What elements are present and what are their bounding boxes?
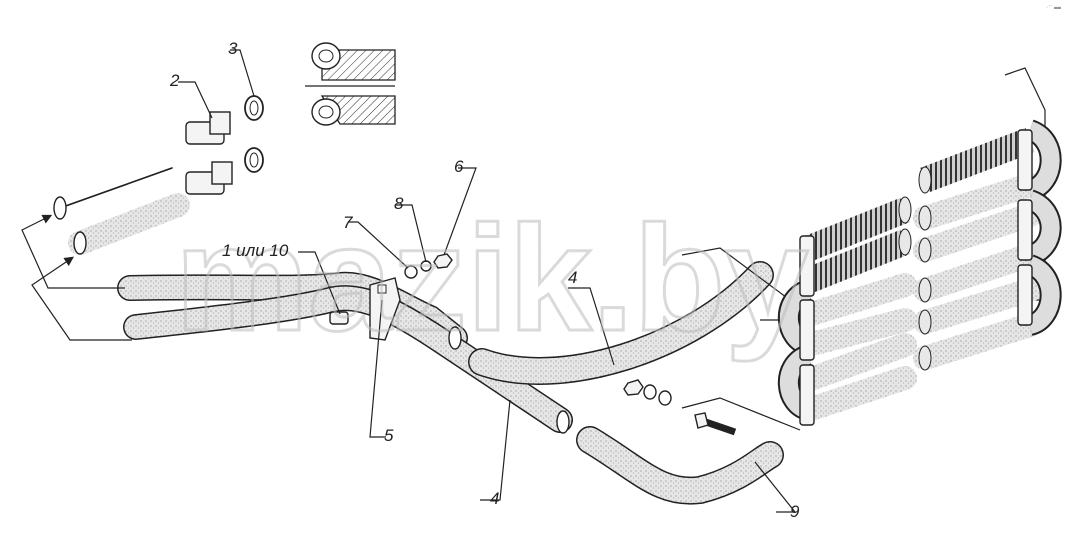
cooler-bank bbox=[777, 119, 1062, 426]
callout-5: 5 bbox=[384, 426, 394, 445]
main-tubes bbox=[117, 261, 784, 505]
callout-7: 7 bbox=[343, 213, 353, 232]
corner-mark: ·⁻ ▬ bbox=[1046, 4, 1061, 11]
tube-section-inset bbox=[305, 42, 396, 126]
leader-lines bbox=[21, 49, 797, 513]
callout-4-upper: 4 bbox=[568, 268, 577, 287]
watermark: mazik.by bbox=[175, 194, 809, 362]
callout-3: 3 bbox=[228, 39, 238, 58]
callout-6: 6 bbox=[454, 157, 464, 176]
callout-9: 9 bbox=[790, 502, 800, 521]
callout-8: 8 bbox=[394, 194, 404, 213]
clamp-plate bbox=[329, 277, 401, 341]
fasteners-lower bbox=[623, 379, 737, 436]
callout-2: 2 bbox=[169, 71, 180, 90]
callout-1-or-10: 1 или 10 bbox=[222, 241, 289, 260]
callout-4-lower: 4 bbox=[490, 489, 499, 508]
fasteners-upper bbox=[404, 253, 453, 279]
short-hoses bbox=[53, 167, 190, 255]
seal-rings bbox=[244, 95, 264, 173]
fitting-nipples bbox=[185, 111, 233, 195]
